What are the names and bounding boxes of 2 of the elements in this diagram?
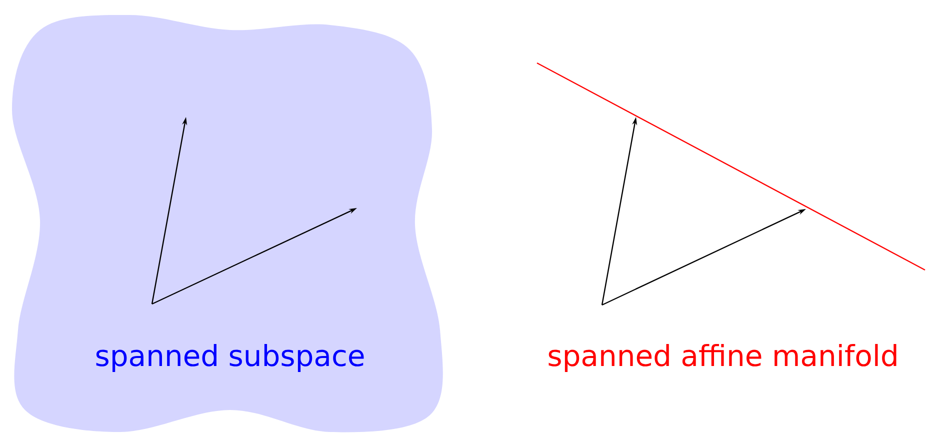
- caption-text: spanned affine manifold: [548, 344, 896, 372]
- subspace-region: spanned subspace: [12, 14, 443, 432]
